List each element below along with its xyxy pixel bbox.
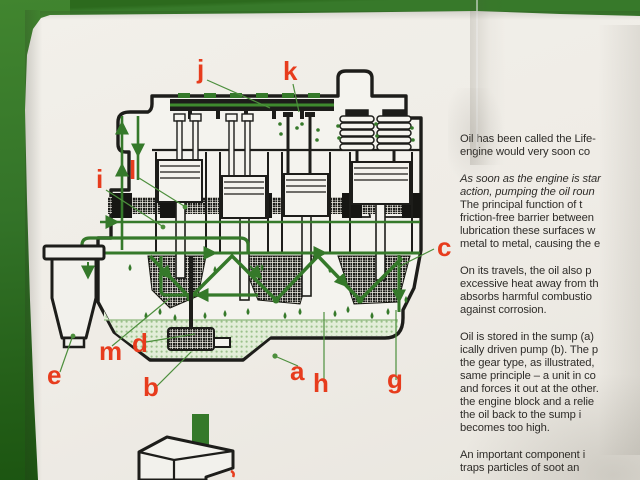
diagram-label-c: c xyxy=(437,232,452,262)
diagram-label-a: a xyxy=(290,356,305,386)
diagram-label-j: j xyxy=(197,54,205,84)
paragraph: On its travels, the oil also p excessive… xyxy=(460,265,599,316)
diagram-label-l: l xyxy=(129,155,137,185)
pump-inset-diagram xyxy=(137,414,235,480)
diagram-label-g: g xyxy=(387,364,403,394)
oil-pump xyxy=(167,256,231,351)
pushrods xyxy=(173,113,254,189)
paragraph: Oil has been called the Life- engine wou… xyxy=(460,133,596,158)
paragraph: Oil is stored in the sump (a) ically dri… xyxy=(460,331,599,434)
label-leader-lines xyxy=(59,79,435,389)
diagram-label-h: h xyxy=(313,368,329,398)
paragraph: An important component i traps particles… xyxy=(460,449,586,474)
diagram-label-m: m xyxy=(99,336,123,366)
diagram-label-e: e xyxy=(47,360,62,390)
paragraph: As soon as the engine is star action, pu… xyxy=(460,173,601,250)
diagram-label-b: b xyxy=(143,372,159,402)
oil-filter xyxy=(42,244,106,349)
diagram-label-d: d xyxy=(132,328,148,358)
body-text-column: Oil has been called the Life- engine wou… xyxy=(460,133,640,480)
diagram-label-i: i xyxy=(96,164,104,194)
diagram-label-k: k xyxy=(283,56,298,86)
